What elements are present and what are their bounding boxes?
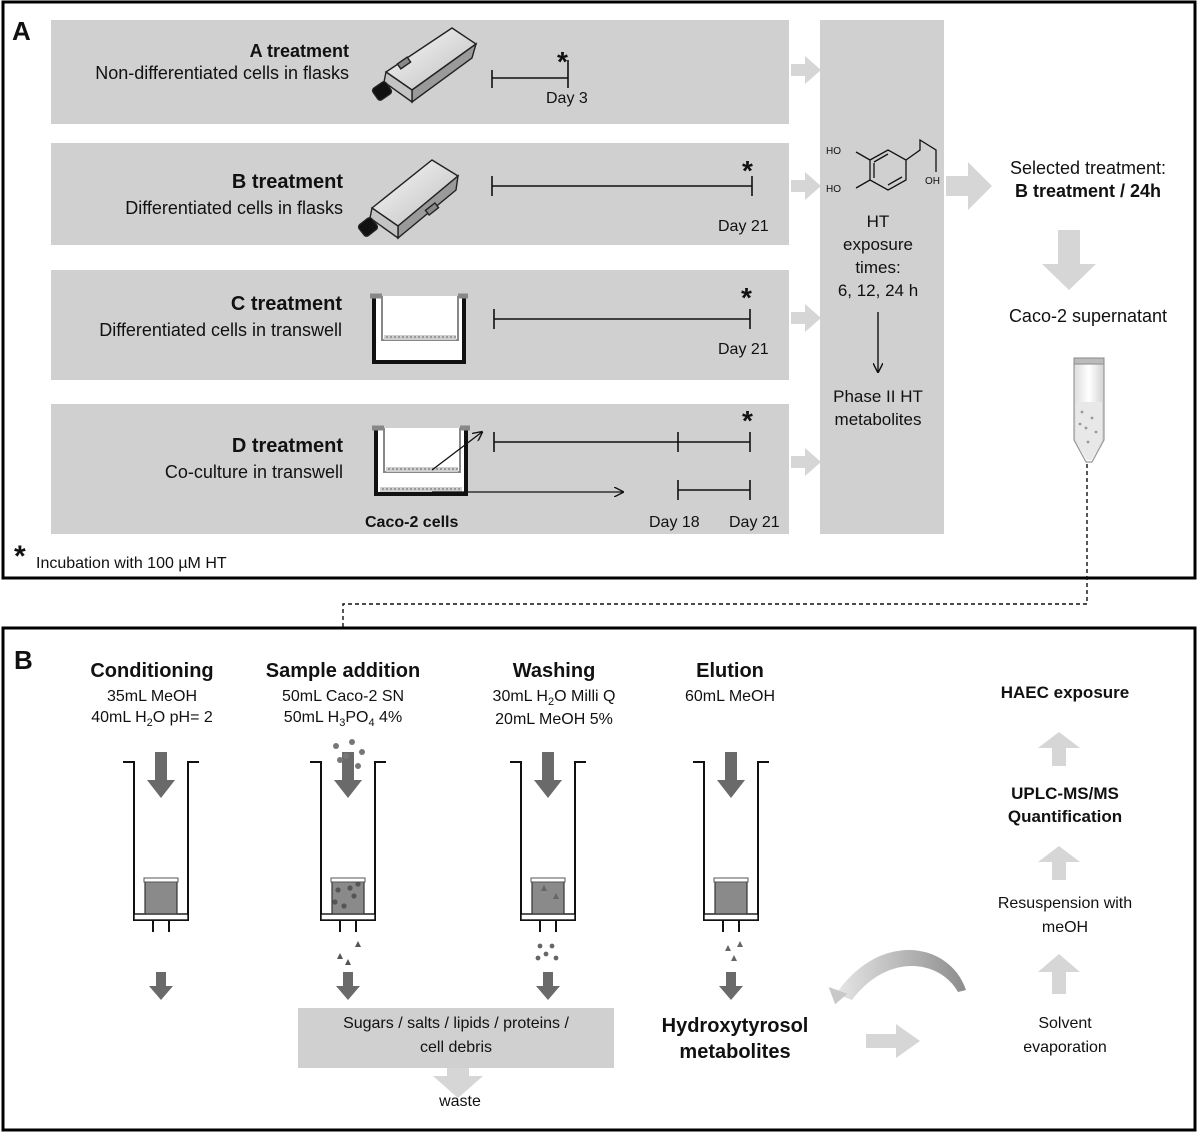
molecule-label-ho-top: HO [826,146,841,157]
exposure-line-4: 6, 12, 24 h [837,281,919,300]
quantification-line2: Quantification [1007,807,1123,826]
timelines [491,60,753,500]
treatment-c-title: C treatment [230,293,342,315]
spe-column-sample [310,752,386,1000]
step-conditioning-line1: 35mL MeOH [106,688,198,705]
treatment-d-subtitle: Co-culture in transwell [164,462,343,482]
footnote-text: Incubation with 100 µM HT [36,555,227,572]
day-label-c: Day 21 [718,341,769,358]
exposure-line-1: HT [866,212,890,231]
exposure-line-3: times: [855,258,901,277]
elution-particles [725,941,743,961]
arrow-b [791,172,821,200]
treatment-arrows [791,56,1096,476]
asterisk-b: * [742,155,753,186]
arrow-d [791,448,821,476]
timeline-a [491,60,569,88]
asterisk-c: * [741,282,752,313]
arrow-down-supernatant [1042,230,1096,290]
transwell-icon-c [370,293,468,364]
spe-columns [123,739,769,1000]
step-sample-title: Sample addition [265,660,421,682]
treatment-b-subtitle: Differentiated cells in flasks [125,198,343,218]
arrow-a [791,56,821,84]
asterisk-a: * [557,46,568,77]
flask-icon-a [371,27,478,104]
waste-box-line1: Sugars / salts / lipids / proteins / [343,1015,569,1032]
day-label-d2: Day 21 [729,514,780,531]
resuspension-line2: meOH [1041,919,1089,936]
hydroxytyrosol-structure [855,138,937,191]
evaporation-line2: evaporation [1023,1039,1107,1056]
timeline-b [491,176,753,196]
transwell-icon-d [372,425,623,494]
step-elution-line1: 60mL MeOH [684,688,776,705]
step-conditioning-title: Conditioning [90,660,214,682]
molecule-label-oh: OH [925,176,940,187]
washing-particles [535,885,559,961]
waste-label: waste [439,1093,481,1110]
asterisk-d: * [742,405,753,436]
treatment-d-title: D treatment [231,435,343,457]
waste-arrow [433,1068,483,1098]
evap-arrow [866,1024,920,1058]
arrow-c [791,304,821,332]
day-label-b: Day 21 [718,218,769,235]
selected-line-1: Selected treatment: [1009,158,1167,178]
selected-line-2: B treatment / 24h [1014,181,1162,201]
day-label-a: Day 3 [546,90,588,107]
metabolite-line-2: metabolites [834,410,922,429]
sample-particles [332,739,365,965]
treatment-b-title: B treatment [231,171,343,193]
resuspension-line1: Resuspension with [997,895,1133,912]
molecule-label-ho-bottom: HO [826,184,841,195]
treatment-c-subtitle: Differentiated cells in transwell [99,320,342,340]
product-line2: metabolites [679,1041,791,1063]
exposure-box [820,20,944,534]
evaporation-cycle [828,949,966,1058]
spe-column-washing [510,752,586,1000]
timeline-c [493,309,751,329]
treatment-a-subtitle: Non-differentiated cells in flasks [95,63,349,83]
exposure-line-2: exposure [843,235,913,254]
day-label-d1: Day 18 [649,514,700,531]
footnote-asterisk: * [14,540,26,573]
timeline-d1 [493,432,751,452]
waste-box-line2: cell debris [419,1039,493,1056]
flask-icon-b [357,159,460,240]
step-sample-line1: 50mL Caco-2 SN [281,688,405,705]
product-line1: Hydroxytyrosol [661,1015,809,1037]
panel-a-letter: A [12,16,31,46]
spe-column-elution [693,752,769,1000]
right-up-arrows [1038,732,1080,994]
step-sample-line2: 50mL H3PO4 4% [283,709,403,730]
caco2-cells-label: Caco-2 cells [365,514,459,531]
waste-box [298,1008,614,1068]
evaporation-line1: Solvent [1038,1015,1092,1032]
step-conditioning-line2: 40mL H2O pH= 2 [91,709,213,730]
treatment-a-title: A treatment [249,41,349,61]
arrow-to-selected [946,162,992,210]
panel-b-letter: B [14,645,33,675]
supernatant-label: Caco-2 supernatant [1008,306,1168,326]
falcon-tube-icon [1073,357,1105,463]
step-washing-line2: 20mL MeOH 5% [495,711,613,728]
step-washing-line1: 30mL H2O Milli Q [492,688,616,709]
step-elution-title: Elution [696,660,764,682]
haec-exposure: HAEC exposure [1000,683,1130,702]
step-washing-title: Washing [512,660,596,682]
timeline-d2 [677,480,751,500]
spe-column-conditioning [123,752,199,1000]
metabolite-line-1: Phase II HT [833,387,923,406]
quantification-line1: UPLC-MS/MS [1011,784,1119,803]
